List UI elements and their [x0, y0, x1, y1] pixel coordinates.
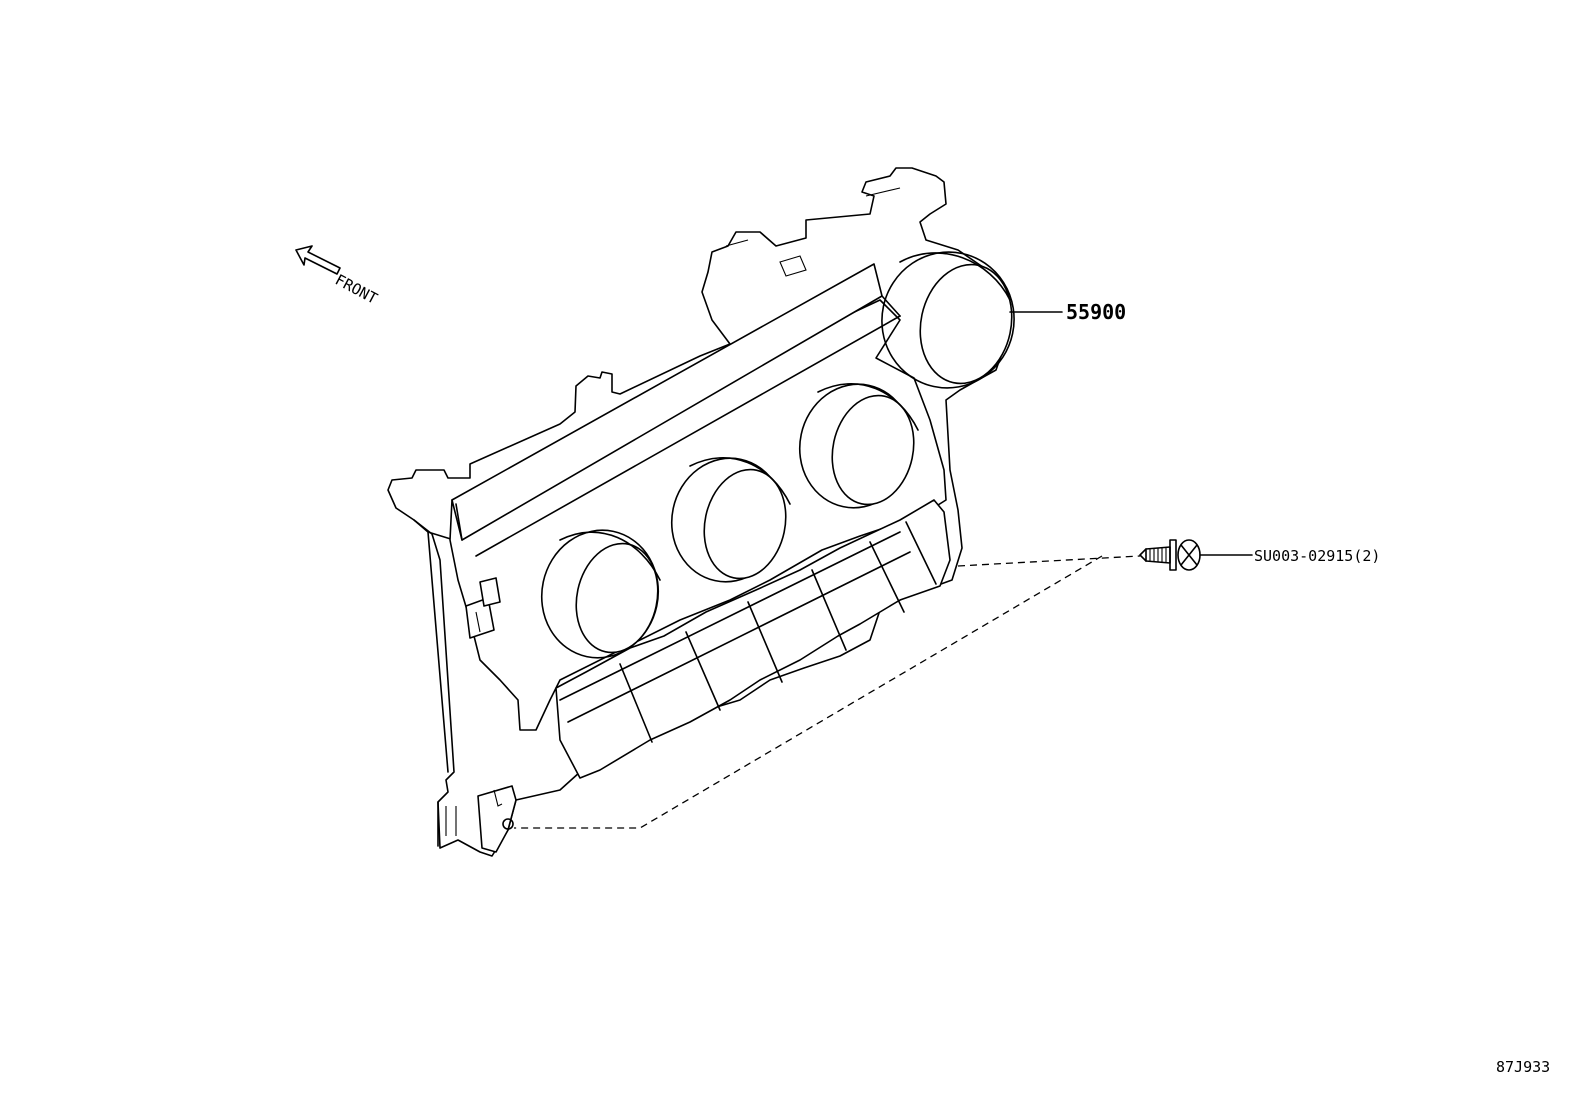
screw-install-line-upper — [957, 555, 1141, 567]
control-assembly-drawing — [387, 167, 1015, 857]
part-number-screw: SU003-02915(2) — [1254, 547, 1380, 565]
front-label: FRONT — [332, 271, 380, 308]
part-number-55900: 55900 — [1066, 300, 1126, 324]
front-direction-arrow-icon — [295, 245, 341, 275]
screw-icon — [1139, 539, 1201, 571]
drawing-number: 87J933 — [1496, 1058, 1550, 1076]
